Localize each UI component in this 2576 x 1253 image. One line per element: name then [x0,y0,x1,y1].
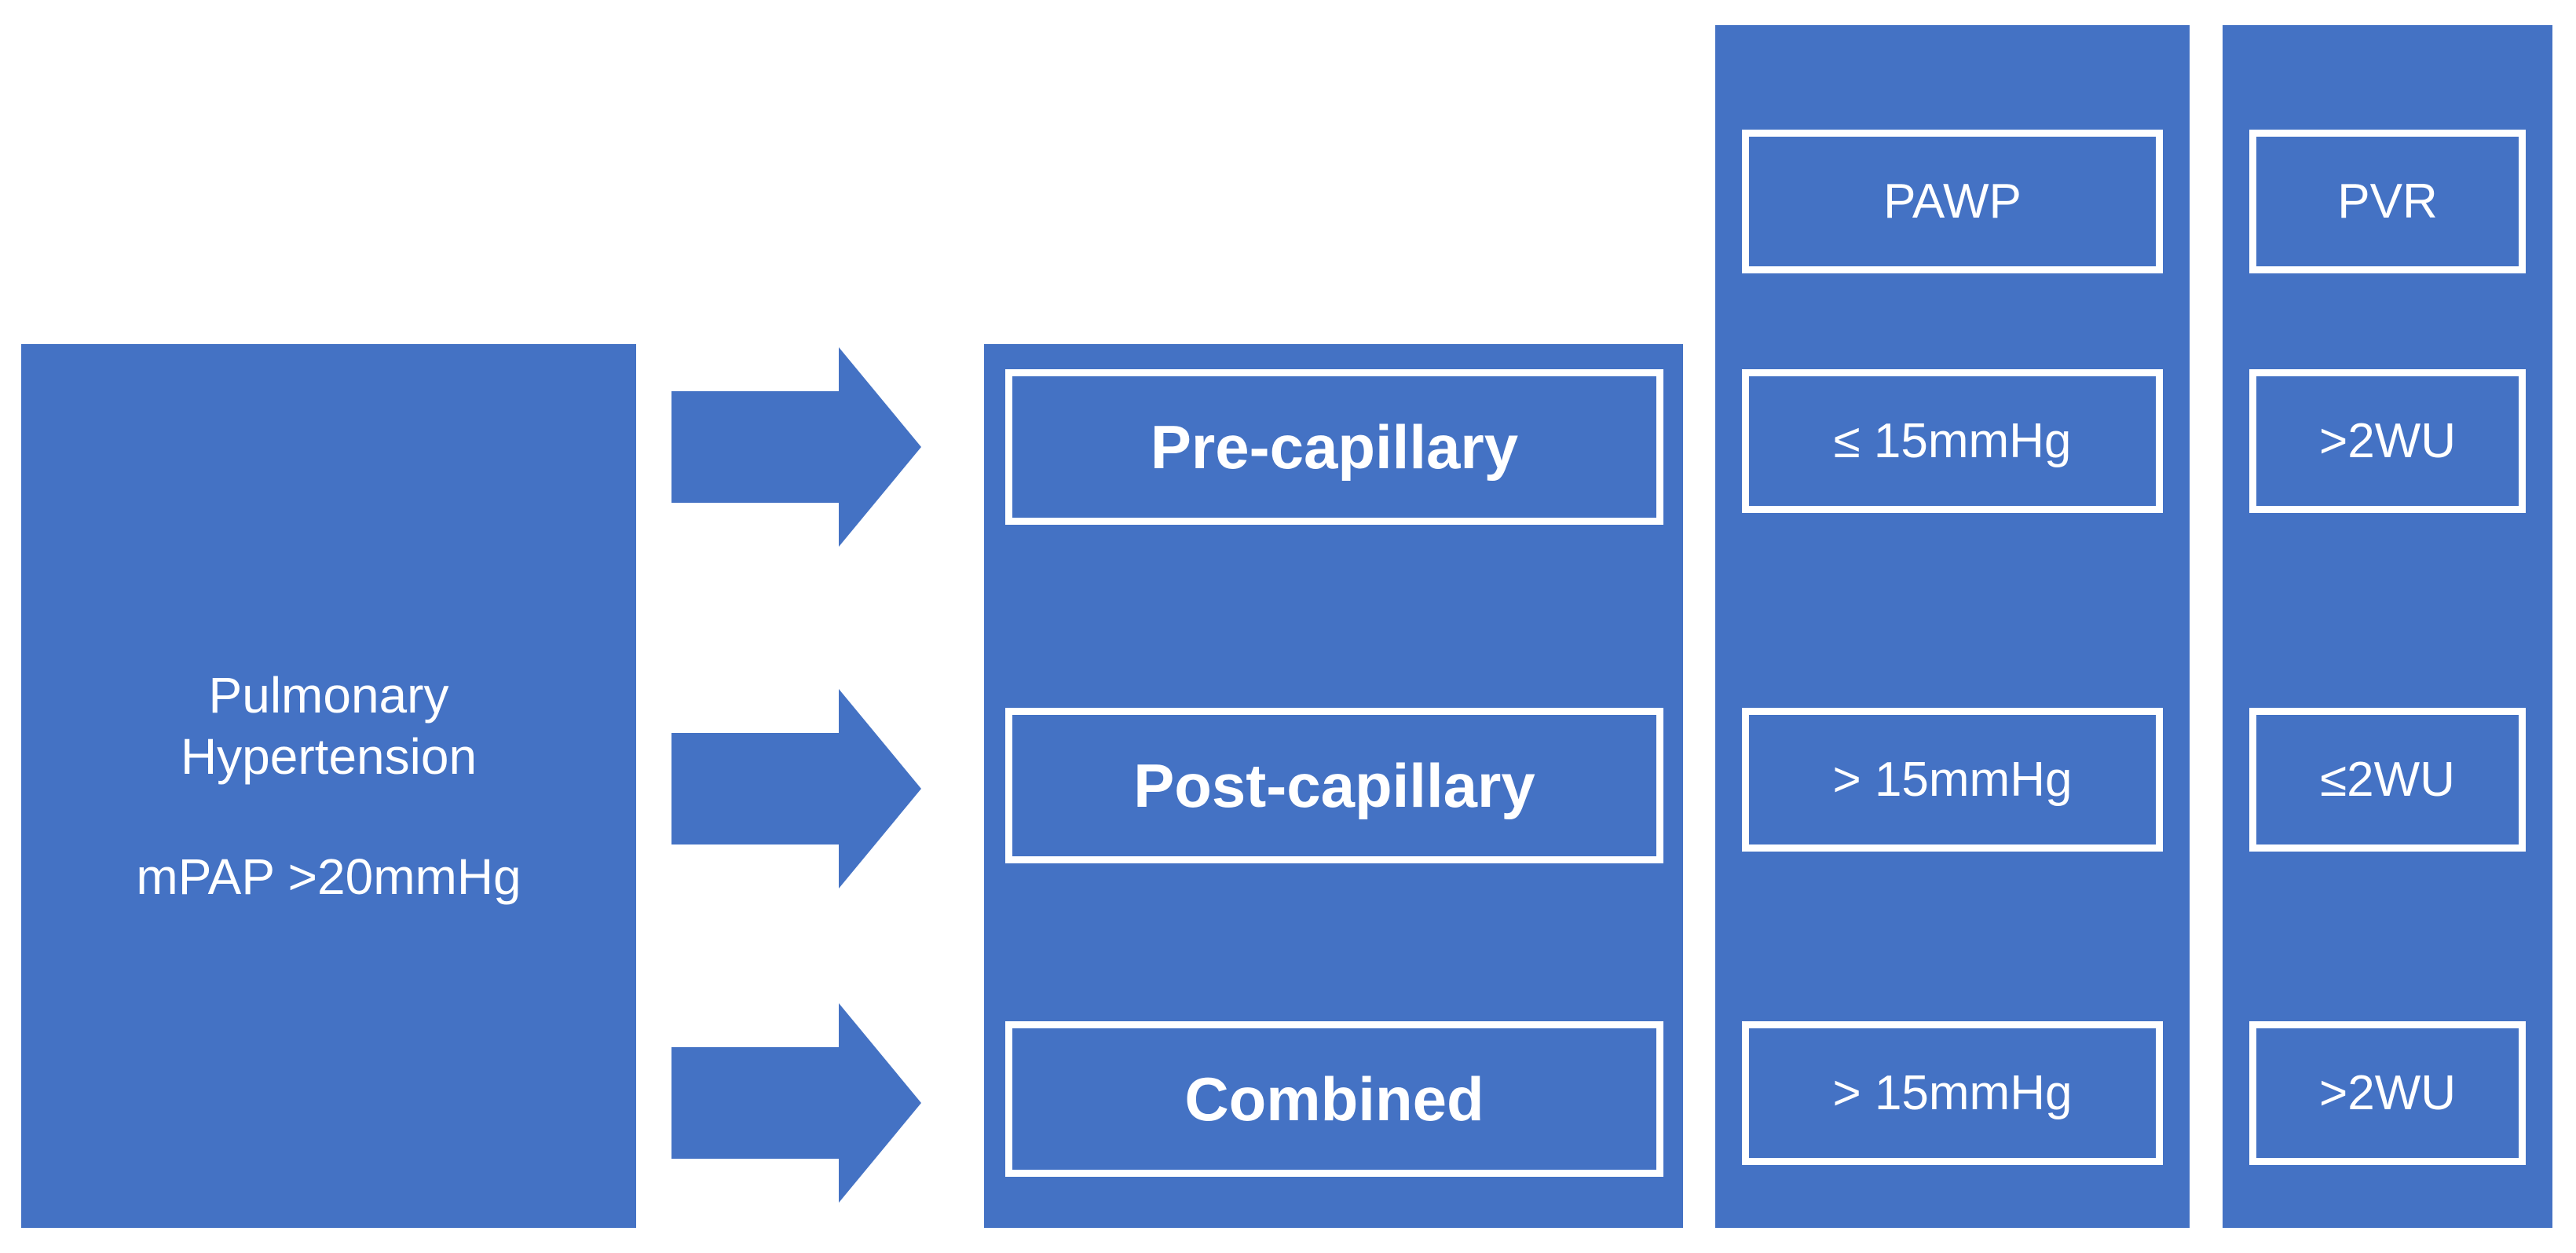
category-label: Pre-capillary [1150,412,1519,482]
source-box-pulmonary-hypertension: Pulmonary Hypertension mPAP >20mmHg [21,344,636,1228]
arrow-to-post-capillary-icon [671,672,1001,906]
pawp-value-label: > 15mmHg [1832,752,2073,807]
source-title-line-2: Hypertension [180,728,478,786]
source-title-line-1: Pulmonary [208,667,449,724]
category-cell-post-capillary[interactable]: Post-capillary [1005,708,1663,863]
pawp-value-pre-capillary[interactable]: ≤ 15mmHg [1742,369,2163,513]
pvr-column-header: PVR [2249,130,2526,273]
category-cell-pre-capillary[interactable]: Pre-capillary [1005,369,1663,525]
pawp-column: PAWP ≤ 15mmHg > 15mmHg > 15mmHg [1715,25,2190,1228]
pawp-header-label: PAWP [1883,174,2022,229]
pvr-value-label: ≤2WU [2320,752,2455,807]
pvr-value-pre-capillary[interactable]: >2WU [2249,369,2526,513]
pawp-column-header: PAWP [1742,130,2163,273]
arrow-to-pre-capillary-icon [671,330,1001,564]
source-criterion: mPAP >20mmHg [136,848,521,905]
category-label: Post-capillary [1133,751,1535,820]
pawp-value-post-capillary[interactable]: > 15mmHg [1742,708,2163,852]
category-cell-combined[interactable]: Combined [1005,1021,1663,1177]
pvr-value-post-capillary[interactable]: ≤2WU [2249,708,2526,852]
arrow-to-combined-icon [671,986,1001,1220]
pawp-value-label: ≤ 15mmHg [1833,413,2072,468]
pvr-column: PVR >2WU ≤2WU >2WU [2223,25,2552,1228]
pvr-value-label: >2WU [2319,1065,2456,1120]
pawp-value-combined[interactable]: > 15mmHg [1742,1021,2163,1165]
category-column: Pre-capillary Post-capillary Combined [984,344,1683,1228]
pvr-header-label: PVR [2337,174,2438,229]
pvr-value-combined[interactable]: >2WU [2249,1021,2526,1165]
pawp-value-label: > 15mmHg [1832,1065,2073,1120]
category-label: Combined [1184,1064,1484,1134]
pvr-value-label: >2WU [2319,413,2456,468]
